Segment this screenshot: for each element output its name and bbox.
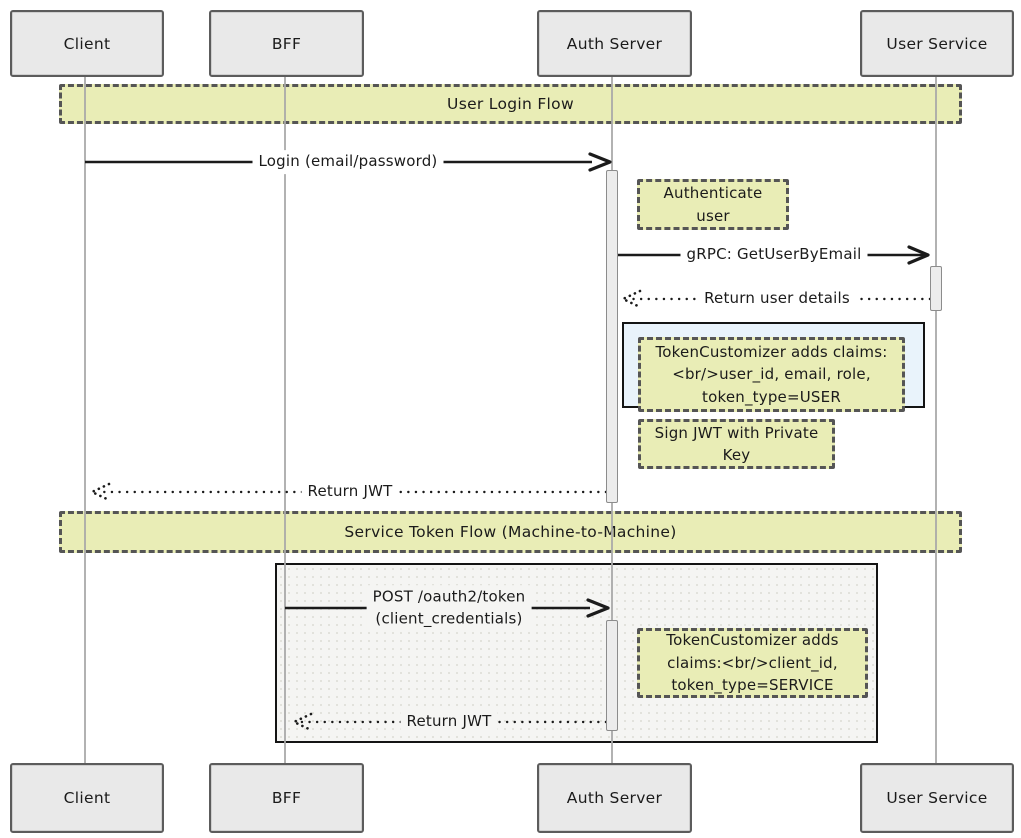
actor-box-auth-server-top: Auth Server	[537, 10, 692, 77]
note-line: <br/>user_id, email, role,	[672, 365, 871, 384]
message-label-return-jwt-2: Return JWT	[400, 710, 498, 734]
arrow-head-icon	[586, 598, 610, 618]
message-label-return-jwt-1: Return JWT	[301, 480, 399, 504]
section-label: Service Token Flow (Machine-to-Machine)	[344, 523, 677, 541]
section-banner-service-token-flow: Service Token Flow (Machine-to-Machine)	[59, 511, 962, 553]
note-token-customizer-service: TokenCustomizer adds claims:<br/>client_…	[637, 628, 868, 698]
actor-box-bff-bottom: BFF	[209, 763, 364, 833]
note-line: claims:<br/>client_id,	[667, 653, 838, 672]
message-label-line: (client_credentials)	[375, 609, 523, 627]
note-line: TokenCustomizer adds claims:	[655, 342, 888, 361]
actor-label: BFF	[271, 34, 302, 53]
arrow-head-icon	[907, 245, 930, 265]
actor-box-user-service-bottom: User Service	[860, 763, 1014, 833]
activation-bar-auth-server-2	[606, 620, 618, 731]
message-label-grpc: gRPC: GetUserByEmail	[680, 243, 868, 267]
actor-label: BFF	[271, 789, 302, 807]
actor-label: User Service	[886, 789, 988, 807]
section-label: User Login Flow	[447, 95, 574, 113]
note-line: token_type=USER	[702, 387, 841, 406]
note-line: Authenticate	[663, 184, 763, 202]
actor-label: Client	[63, 34, 111, 53]
note-authenticate-user: Authenticate user	[637, 179, 789, 230]
note-line: token_type=SERVICE	[671, 676, 834, 695]
activation-bar-auth-server-1	[606, 170, 618, 503]
arrow-head-icon	[588, 152, 612, 172]
note-sign-jwt: Sign JWT with Private Key	[638, 419, 835, 469]
actor-box-client-bottom: Client	[10, 763, 164, 833]
arrow-head-open-icon	[292, 712, 313, 732]
note-line: TokenCustomizer adds	[666, 631, 839, 650]
message-label-return-user-details: Return user details	[698, 287, 856, 311]
note-line: Key	[722, 446, 751, 464]
actor-box-user-service-top: User Service	[860, 10, 1014, 77]
note-line: user	[696, 206, 730, 225]
actor-label: Auth Server	[566, 789, 663, 807]
actor-box-client-top: Client	[10, 10, 164, 77]
arrow-head-open-icon	[90, 482, 111, 502]
section-banner-user-login-flow: User Login Flow	[59, 84, 962, 124]
activation-bar-user-service	[930, 266, 942, 311]
actor-box-bff-top: BFF	[209, 10, 364, 77]
arrow-head-open-icon	[621, 289, 642, 309]
actor-label: User Service	[886, 34, 988, 53]
actor-label: Client	[63, 789, 111, 807]
message-label-line: POST /oauth2/token	[372, 587, 526, 606]
message-label-login: Login (email/password)	[252, 150, 444, 174]
actor-label: Auth Server	[566, 34, 663, 53]
note-line: Sign JWT with Private	[654, 423, 819, 442]
note-token-customizer-user: TokenCustomizer adds claims: <br/>user_i…	[638, 337, 905, 412]
message-label-post-oauth2-token: POST /oauth2/token (client_credentials)	[366, 585, 532, 631]
actor-box-auth-server-bottom: Auth Server	[537, 763, 692, 833]
